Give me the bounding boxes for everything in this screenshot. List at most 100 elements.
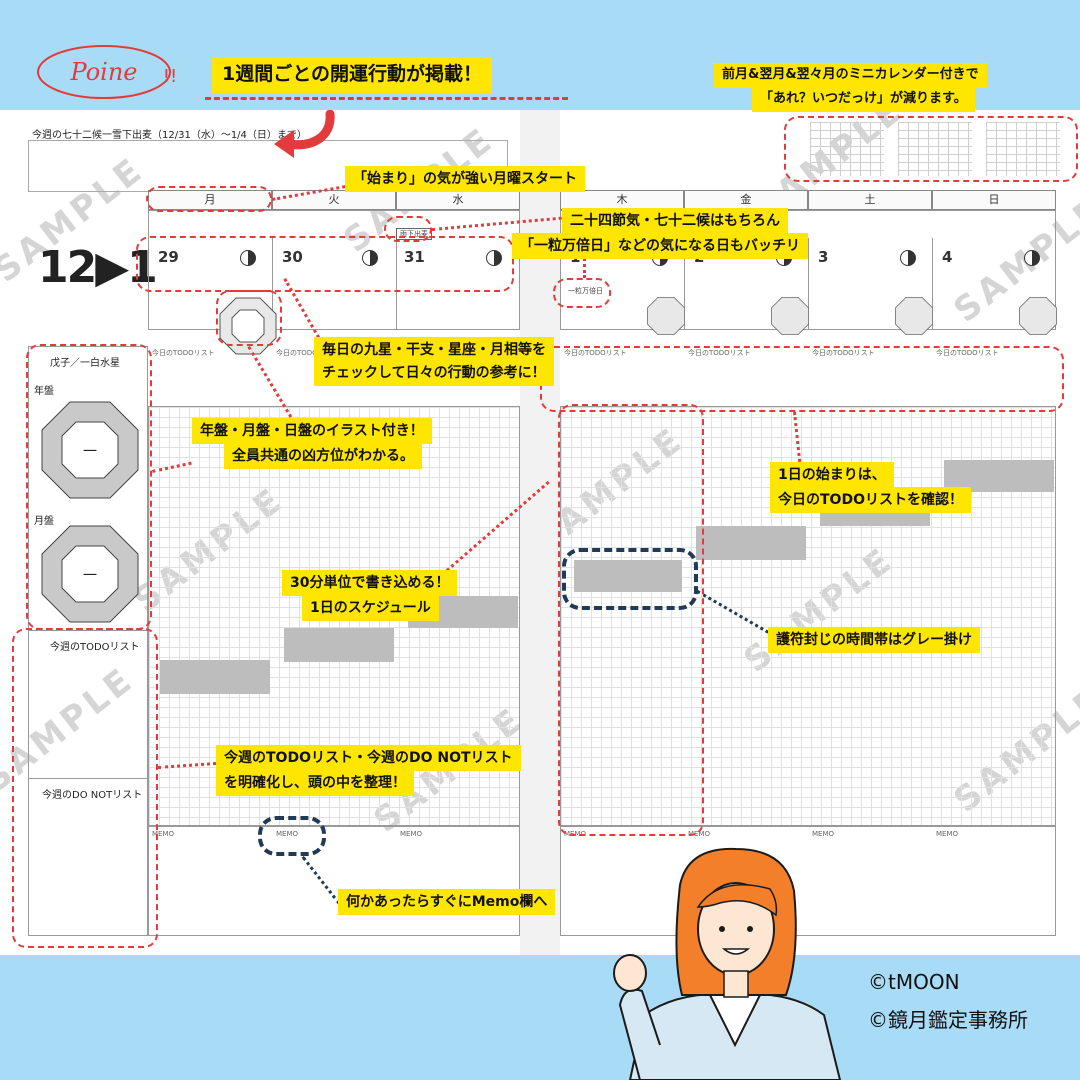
daily-todo-label: 今日のTODOリスト [276,349,339,357]
callout-monday-start: 「始まり」の気が強い月曜スタート [345,166,585,193]
day-header-sat: 土 [808,190,932,210]
copyright-office: ©鏡月鑑定事務所 [868,1008,1028,1032]
callout-sekki-line2: 「一粒万倍日」などの気になる日もバッチリ [512,233,808,260]
minical-frame [784,116,1078,182]
callout-half-hour-line2: 1日のスケジュール [302,595,439,622]
mini-calendar-next [898,122,972,176]
nenban-center: 一 [83,444,97,460]
memo-label: MEMO [688,830,711,838]
nenban-label: 年盤 [34,386,54,397]
mini-calendar-prev [810,122,884,176]
monday-frame [146,186,272,212]
main-title: 1週間ごとの開運行動が掲載！ [212,57,493,93]
col-divider [684,238,685,330]
ban-frame [26,344,152,630]
memo-area[interactable] [560,826,1056,936]
daily-todo-label: 今日のTODOリスト [152,349,215,357]
memo-label: MEMO [400,830,423,838]
ichiryu-frame [553,278,611,308]
mini-calendars [810,122,1060,176]
callout-weekly-lists-line2: を明確化し、頭の中を整理！ [216,770,414,797]
gofu-frame [562,548,698,610]
day-info-row [148,210,520,330]
memo-frame [258,816,326,856]
divider [28,778,148,779]
day-ban-octagon-icon [1019,297,1057,335]
daily-todo-label: 今日のTODOリスト [564,349,627,357]
day-header-sun: 日 [932,190,1056,210]
day-ban-octagon-icon [219,297,277,355]
callout-memo-note: 何かあったらすぐにMemo欄へ [338,889,556,916]
day-number-31: 31 [404,248,425,266]
col-divider [932,238,933,330]
callout-ban-line2: 全員共通の凶方位がわかる。 [224,443,422,470]
getsuban-center: 一 [83,568,97,584]
day-header-wed: 水 [396,190,520,210]
daily-todo-frame [540,346,1064,412]
memo-label: MEMO [936,830,959,838]
curved-arrow-icon [274,110,335,158]
moon-phase-icon [362,250,378,266]
day-number-3: 3 [818,248,829,266]
week-heading: 今週の七十二候一雪下出麦（12/31（水）〜1/4（日）まで） [32,130,307,141]
day-header-tue: 火 [272,190,396,210]
getsuban-label: 月盤 [34,516,54,527]
callout-gofu-time: 護符封じの時間帯はグレー掛け [768,627,980,654]
poine-badge-icon: Poine !! [37,45,177,99]
schedule-frame [558,404,704,836]
moon-phase-icon [900,250,916,266]
bottom-band [0,955,1080,1080]
callout-todo-check-line2: 今日のTODOリストを確認！ [770,487,971,514]
day-number-29: 29 [158,248,179,266]
gofu-gray-block [160,660,270,694]
memo-label: MEMO [812,830,835,838]
day-header-fri: 金 [684,190,808,210]
callout-sekki-line1: 二十四節気・七十二候はもちろん [562,208,788,235]
getsuban-octagon-icon: 一 [41,525,139,623]
title-underline [205,97,568,100]
dayban-frame [216,290,282,346]
ichiryu-badge: 一粒万倍日 [568,287,603,295]
mini-calendar-after-next [986,122,1060,176]
gofu-gray-block [696,526,806,560]
connector [583,258,586,278]
gofu-gray-block [944,460,1054,492]
callout-weekly-lists-line1: 今週のTODOリスト・今週のDO NOTリスト [216,745,521,772]
callout-daily-info-line1: 毎日の九星・干支・星座・月相等を [314,337,554,364]
memo-label: MEMO [276,830,299,838]
moon-phase-icon [240,250,256,266]
nenban-octagon-icon: 一 [41,401,139,499]
callout-ban-line1: 年盤・月盤・日盤のイラスト付き！ [192,418,432,445]
col-divider [272,238,273,330]
day-number-4: 4 [942,248,953,266]
callout-todo-check-line1: 1日の始まりは、 [770,462,894,489]
memo-label: MEMO [152,830,175,838]
minical-note-line2: 「あれ？いつだっけ」が減ります。 [752,87,975,112]
callout-half-hour-line1: 30分単位で書き込める！ [282,570,458,597]
col-divider [396,238,397,330]
divider [28,630,148,631]
moon-phase-icon [1024,250,1040,266]
daily-todo-label: 今日のTODOリスト [688,349,751,357]
day-ban-octagon-icon [771,297,809,335]
memo-area[interactable] [148,826,520,936]
day-header-thu: 木 [560,190,684,210]
sekki-frame [384,216,432,242]
minical-note-line1: 前月&翌月&翌々月のミニカレンダー付きで [714,63,987,88]
day-number-30: 30 [282,248,303,266]
day-ban-octagon-icon [647,297,685,335]
callout-daily-info-line2: チェックして日々の行動の参考に！ [314,360,554,387]
moon-phase-icon [486,250,502,266]
col-divider [808,238,809,330]
daily-todo-label: 今日のTODOリスト [812,349,875,357]
poine-text: Poine [70,58,138,86]
woman-illustration-icon [613,847,842,1080]
daily-todo-label: 今日のTODOリスト [936,349,999,357]
day-ban-octagon-icon [895,297,933,335]
weekly-lists-frame [12,628,158,948]
weekly-todo-label: 今週のTODOリスト [50,642,140,653]
poine-exclaim: !! [163,66,177,87]
weekly-donot-label: 今週のDO NOTリスト [42,790,143,801]
copyright-tmoon: ©tMOON [868,970,960,994]
day-info-frame [136,236,514,292]
